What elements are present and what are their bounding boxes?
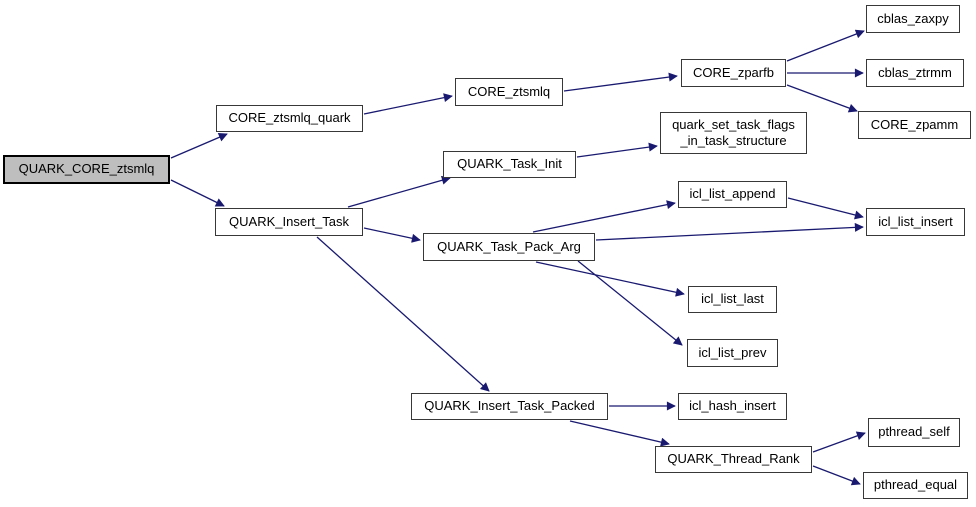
node-label-line2: _in_task_structure bbox=[680, 133, 787, 148]
edge-QUARK_Insert_Task-QUARK_Task_Init bbox=[347, 175, 451, 208]
node-label: cblas_zaxpy bbox=[877, 10, 949, 26]
node-label: cblas_ztrmm bbox=[878, 64, 952, 80]
edge-QUARK_Insert_Task_Packed-QUARK_Thread_Rank bbox=[569, 420, 670, 447]
edge-QUARK_Task_Pack_Arg-icl_list_insert bbox=[595, 222, 864, 241]
node-label: QUARK_Task_Pack_Arg bbox=[437, 238, 581, 254]
edge-icl_list_append-icl_list_insert bbox=[787, 197, 864, 220]
node-CORE_zparfb[interactable]: CORE_zparfb bbox=[681, 59, 786, 87]
node-CORE_ztsmlq[interactable]: CORE_ztsmlq bbox=[455, 78, 563, 106]
node-QUARK_CORE_ztsmlq: QUARK_CORE_ztsmlq bbox=[3, 155, 170, 184]
edge-QUARK_Task_Init-quark_set_task_flags bbox=[576, 142, 658, 158]
edge-QUARK_Insert_Task-QUARK_Task_Pack_Arg bbox=[363, 227, 421, 243]
edge-CORE_zparfb-cblas_zaxpy bbox=[786, 29, 865, 62]
node-QUARK_Insert_Task_Packed[interactable]: QUARK_Insert_Task_Packed bbox=[411, 393, 608, 420]
node-icl_list_insert[interactable]: icl_list_insert bbox=[866, 208, 965, 236]
node-label: icl_list_prev bbox=[698, 344, 767, 360]
node-cblas_ztrmm[interactable]: cblas_ztrmm bbox=[866, 59, 964, 87]
node-icl_hash_insert[interactable]: icl_hash_insert bbox=[678, 393, 787, 420]
node-label: QUARK_CORE_ztsmlq bbox=[18, 161, 155, 177]
node-label: icl_list_last bbox=[701, 291, 764, 307]
node-icl_list_prev[interactable]: icl_list_prev bbox=[687, 339, 778, 367]
node-icl_list_last[interactable]: icl_list_last bbox=[688, 286, 777, 313]
node-label-line1: quark_set_task_flags bbox=[672, 116, 795, 132]
edge-CORE_ztsmlq_quark-CORE_ztsmlq bbox=[363, 93, 453, 115]
node-CORE_ztsmlq_quark[interactable]: CORE_ztsmlq_quark bbox=[216, 105, 363, 132]
node-label: pthread_equal bbox=[873, 477, 958, 493]
node-label: QUARK_Thread_Rank bbox=[667, 451, 800, 467]
node-cblas_zaxpy[interactable]: cblas_zaxpy bbox=[866, 5, 960, 33]
node-QUARK_Thread_Rank[interactable]: QUARK_Thread_Rank bbox=[655, 446, 812, 473]
node-label: icl_hash_insert bbox=[689, 398, 776, 414]
node-label: icl_list_append bbox=[689, 186, 776, 202]
node-pthread_equal[interactable]: pthread_equal bbox=[863, 472, 968, 499]
node-label: pthread_self bbox=[878, 424, 950, 440]
node-icl_list_append[interactable]: icl_list_append bbox=[678, 181, 787, 208]
node-QUARK_Insert_Task[interactable]: QUARK_Insert_Task bbox=[215, 208, 363, 236]
edge-QUARK_Task_Pack_Arg-icl_list_last bbox=[535, 261, 685, 297]
edge-QUARK_CORE_ztsmlq-QUARK_Insert_Task bbox=[170, 179, 225, 207]
node-label: CORE_ztsmlq_quark bbox=[228, 110, 351, 126]
edge-CORE_zparfb-CORE_zpamm bbox=[786, 84, 858, 113]
node-QUARK_Task_Init[interactable]: QUARK_Task_Init bbox=[443, 151, 576, 178]
edge-QUARK_Task_Pack_Arg-icl_list_append bbox=[532, 200, 676, 233]
node-pthread_self[interactable]: pthread_self bbox=[868, 418, 960, 447]
node-label: QUARK_Insert_Task_Packed bbox=[424, 398, 595, 414]
node-label: CORE_zpamm bbox=[870, 116, 959, 132]
node-label: CORE_zparfb bbox=[693, 64, 774, 80]
node-quark_set_task_flags_in_task_structure[interactable]: quark_set_task_flags _in_task_structure bbox=[660, 112, 807, 154]
node-label: QUARK_Insert_Task bbox=[229, 213, 349, 229]
edge-QUARK_Thread_Rank-pthread_equal bbox=[812, 465, 861, 486]
edge-CORE_ztsmlq-CORE_zparfb bbox=[563, 72, 678, 92]
node-label: QUARK_Task_Init bbox=[457, 156, 562, 172]
node-QUARK_Task_Pack_Arg[interactable]: QUARK_Task_Pack_Arg bbox=[423, 233, 595, 261]
edge-QUARK_Thread_Rank-pthread_self bbox=[812, 431, 866, 453]
edge-QUARK_Task_Pack_Arg-icl_list_prev bbox=[577, 260, 683, 346]
node-label: icl_list_insert bbox=[878, 213, 953, 229]
edge-QUARK_CORE_ztsmlq-CORE_ztsmlq_quark bbox=[170, 133, 228, 159]
edge-QUARK_Insert_Task-QUARK_Insert_Task_Packed bbox=[316, 236, 490, 392]
node-label: CORE_ztsmlq bbox=[467, 83, 551, 99]
node-CORE_zpamm[interactable]: CORE_zpamm bbox=[858, 111, 971, 139]
